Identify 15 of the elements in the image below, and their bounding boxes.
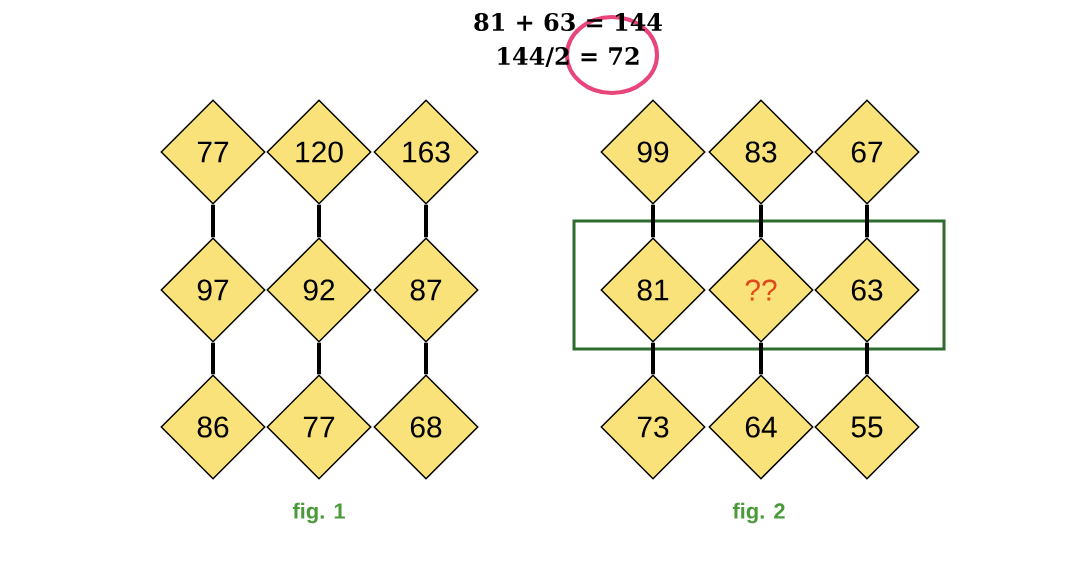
connector-line [317,204,321,238]
highlight-frame [572,219,946,351]
connector-line [865,342,869,375]
connector-line [211,342,215,375]
connector-line [424,342,428,375]
connector-line [424,204,428,238]
figure-caption: fig. 1 [292,502,345,524]
connector-line [651,204,655,238]
figure-caption: fig. 2 [732,502,785,524]
connector-line [759,342,763,375]
connector-line [211,204,215,238]
connector-line [317,342,321,375]
connector-line [759,204,763,238]
connector-line [865,204,869,238]
connector-line [651,342,655,375]
